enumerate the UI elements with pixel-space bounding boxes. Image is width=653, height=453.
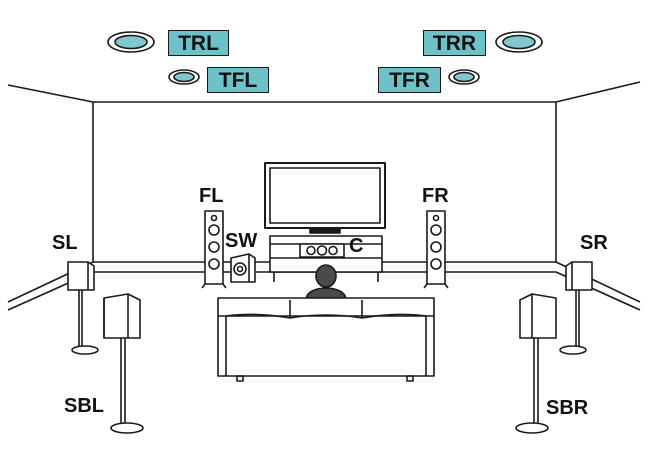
label-fr: FR <box>422 185 449 207</box>
tower-speaker-icon-fl <box>201 210 227 289</box>
label-c: C <box>349 235 364 257</box>
subwoofer-icon <box>230 253 256 283</box>
listener-icon <box>305 264 347 301</box>
label-trl: TRL <box>168 30 229 56</box>
stand-speaker-icon-sbl <box>103 293 144 434</box>
tv-icon <box>264 162 386 234</box>
label-tfr: TFR <box>378 67 441 93</box>
stand-speaker-icon-sr <box>559 261 593 355</box>
label-sbl: SBL <box>64 395 104 417</box>
sofa-icon <box>217 297 435 382</box>
label-fl: FL <box>199 185 224 207</box>
label-sl: SL <box>52 232 78 254</box>
label-tfl: TFL <box>207 67 269 93</box>
center-speaker-icon <box>299 243 345 258</box>
tower-speaker-icon-fr <box>423 210 449 289</box>
label-sr: SR <box>580 232 608 254</box>
label-trr: TRR <box>423 30 486 56</box>
ceiling-speaker-icon-tfr <box>448 69 480 85</box>
label-sbr: SBR <box>546 397 589 419</box>
stand-speaker-icon-sbr <box>515 293 557 434</box>
label-sw: SW <box>225 230 258 252</box>
ceiling-speaker-icon-tfl <box>168 69 200 85</box>
stand-speaker-icon-sl <box>67 261 99 355</box>
ceiling-speaker-icon-trl <box>107 31 155 53</box>
ceiling-speaker-icon-trr <box>495 31 543 53</box>
